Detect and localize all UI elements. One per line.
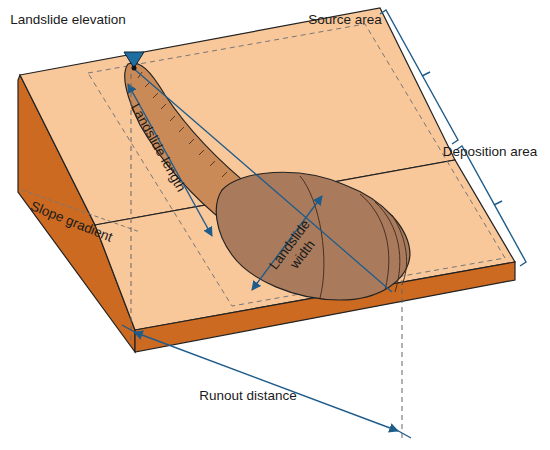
elevation-label: Landslide elevation	[10, 12, 126, 28]
area-label: Deposition area	[443, 144, 538, 160]
dimension-label: Runout distance	[199, 388, 297, 404]
area-label: Source area	[308, 12, 382, 28]
